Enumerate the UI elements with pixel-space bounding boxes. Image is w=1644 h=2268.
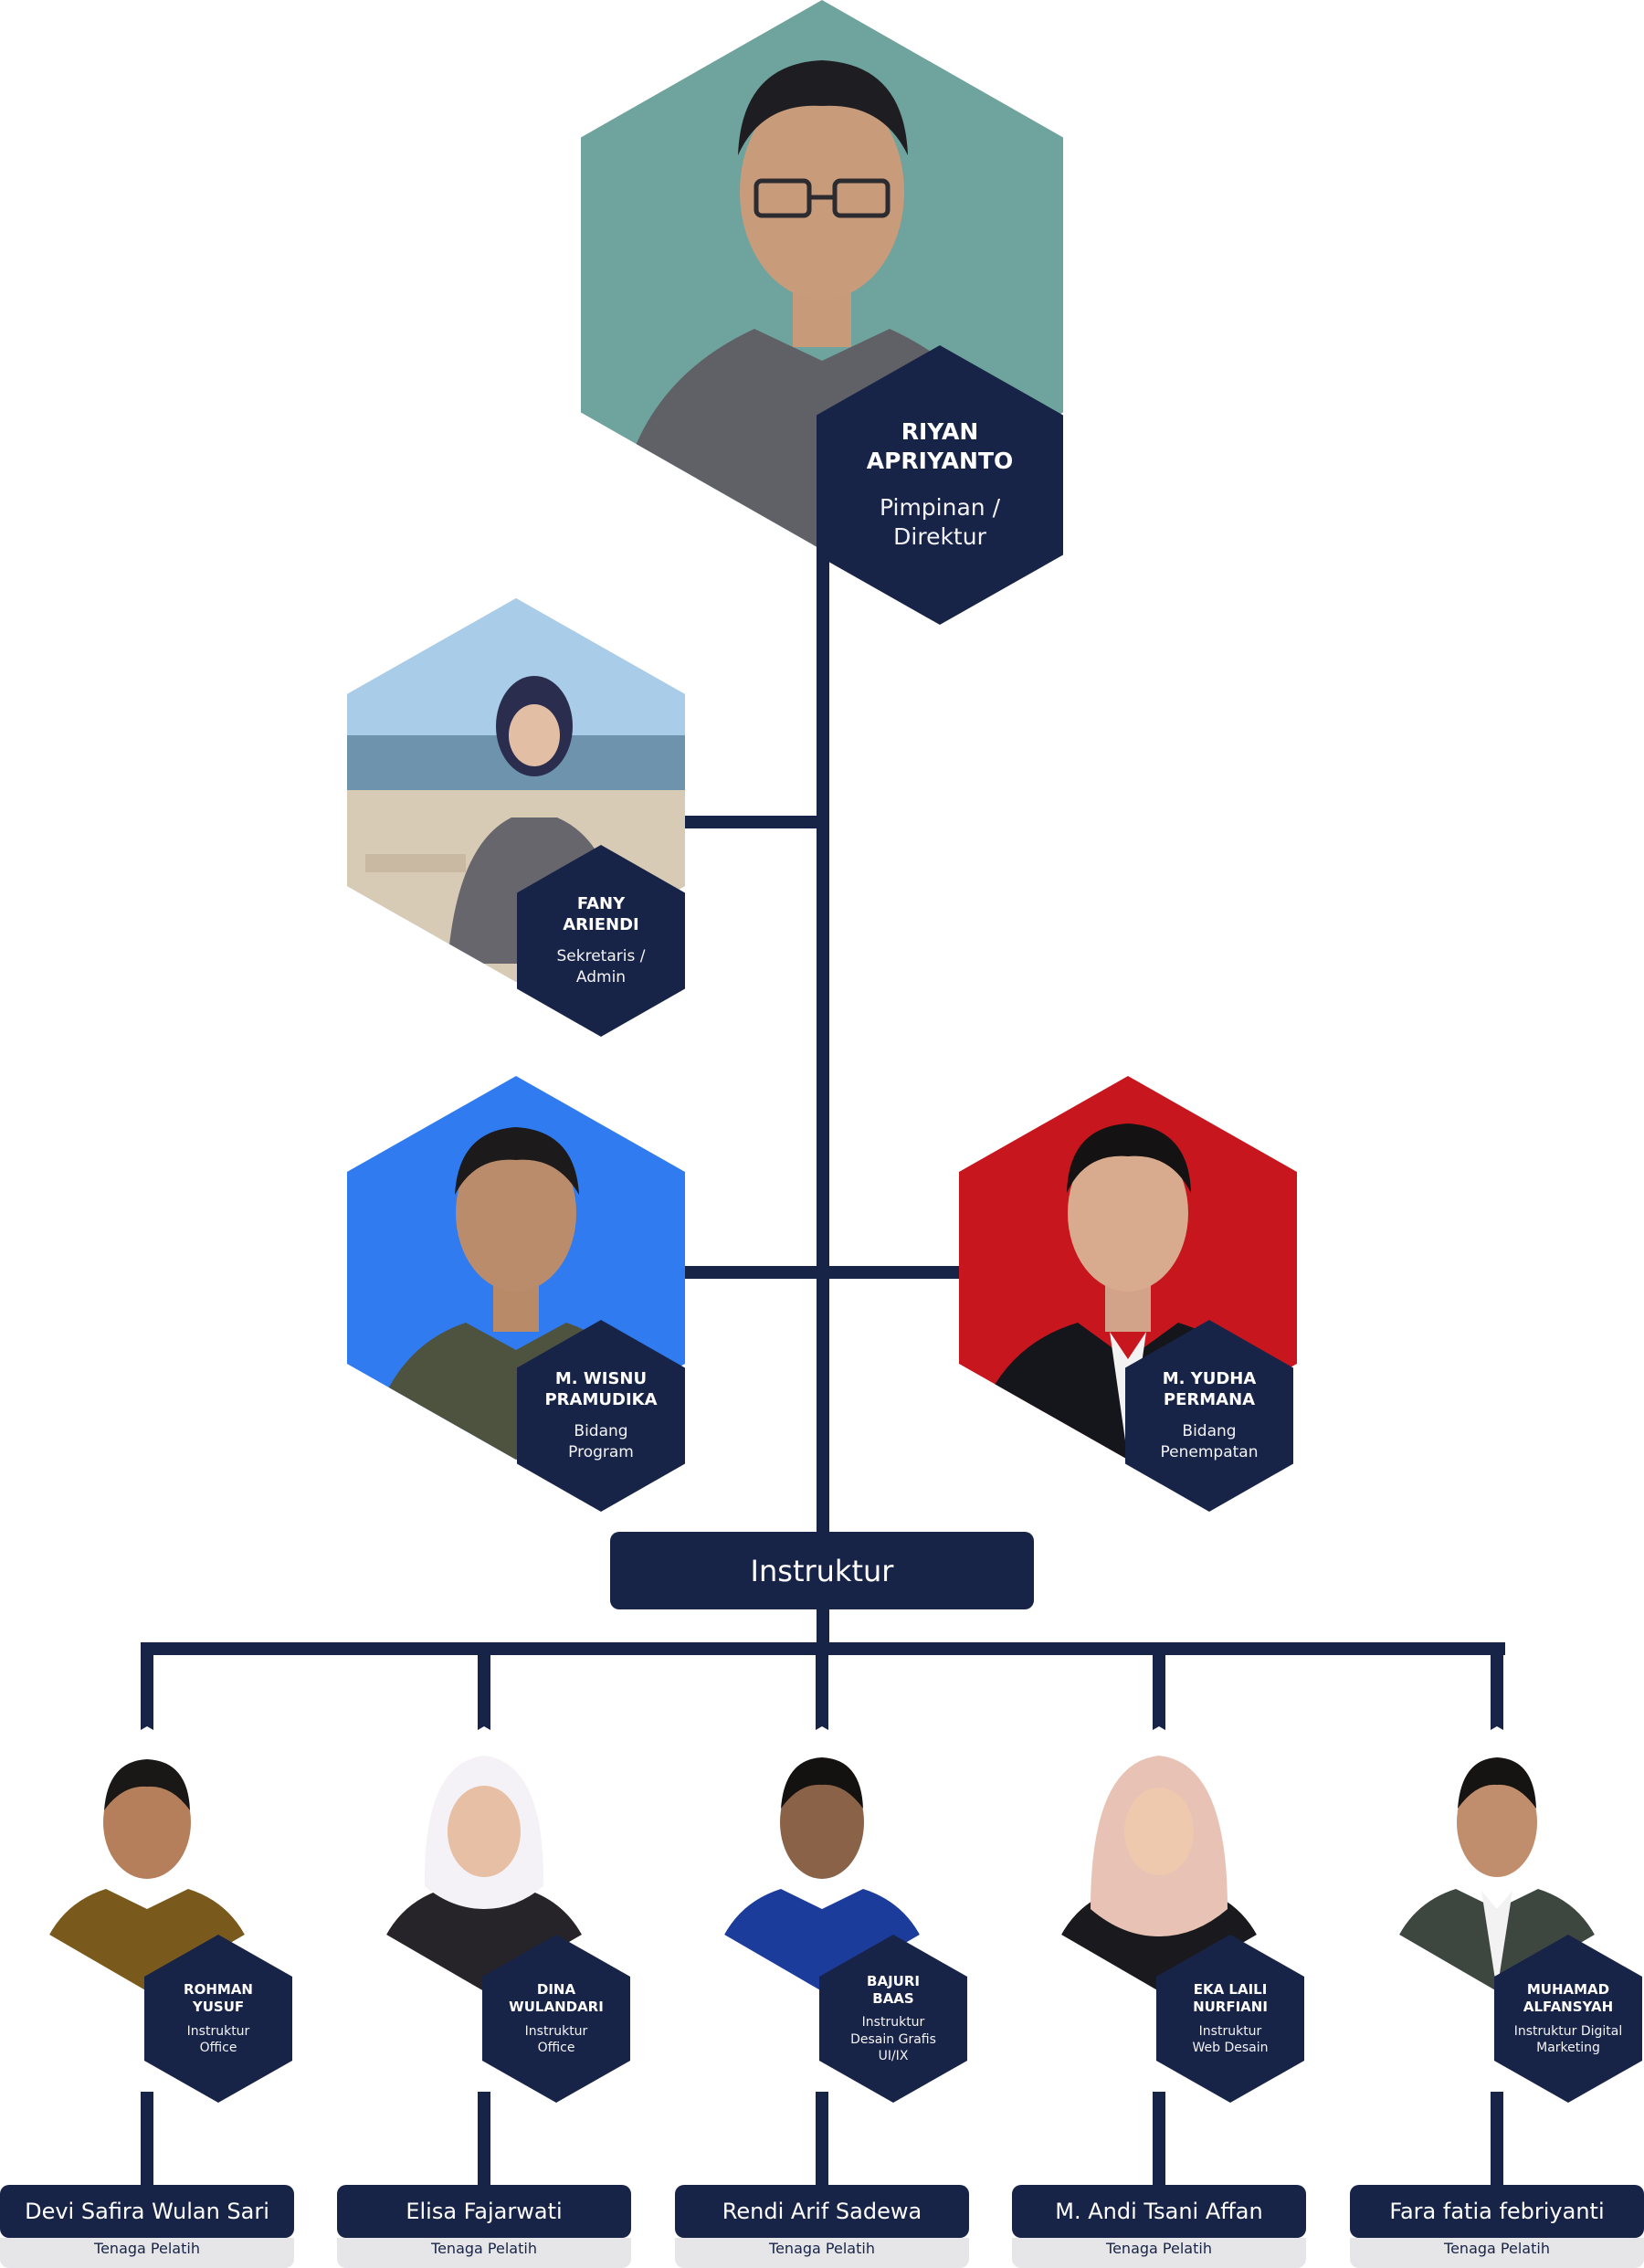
trainer-name-box-3: Rendi Arif Sadewa (675, 2185, 969, 2238)
instructor-name-4: EKA LAILI NURFIANI (1193, 1981, 1268, 2015)
leader-name: RIYAN APRIYANTO (866, 418, 1014, 474)
instructor-name-5: MUHAMAD ALFANSYAH (1523, 1981, 1614, 2015)
trainer-line-1 (141, 2092, 153, 2185)
trainer-role-4: Tenaga Pelatih (1012, 2238, 1306, 2268)
instructor-header: Instruktur (610, 1532, 1034, 1609)
connector-secretary (685, 816, 822, 828)
secretary-badge: FANY ARIENDI Sekretaris / Admin (517, 845, 685, 1037)
instructor-badge-4: EKA LAILI NURFIANI Instruktur Web Desain (1156, 1935, 1304, 2103)
trainer-role-1: Tenaga Pelatih (0, 2238, 294, 2268)
trainer-name-box-2: Elisa Fajarwati (337, 2185, 631, 2238)
instructor-role-5: Instruktur Digital Marketing (1513, 2023, 1623, 2055)
trainer-role-3: Tenaga Pelatih (675, 2238, 969, 2268)
program-head-name: M. WISNU PRAMUDIKA (544, 1369, 658, 1409)
instructor-badge-1: ROHMAN YUSUF Instruktur Office (144, 1935, 292, 2103)
connector-program (685, 1266, 822, 1279)
trainer-name-box-4: M. Andi Tsani Affan (1012, 2185, 1306, 2238)
instructor-role-4: Instruktur Web Desain (1192, 2023, 1269, 2055)
trainer-line-4 (1153, 2092, 1165, 2185)
instructor-name-1: ROHMAN YUSUF (184, 1981, 253, 2015)
instructor-name-2: DINA WULANDARI (509, 1981, 604, 2015)
instructor-badge-2: DINA WULANDARI Instruktur Office (482, 1935, 630, 2103)
instructor-role-3: Instruktur Desain Grafis UI/IX (850, 2015, 936, 2063)
instructor-badge-5: MUHAMAD ALFANSYAH Instruktur Digital Mar… (1494, 1935, 1642, 2103)
drop-line-4 (1153, 1642, 1165, 1731)
trainer-line-3 (816, 2092, 828, 2185)
drop-line-5 (1491, 1642, 1503, 1731)
connector-placement (822, 1266, 959, 1279)
trunk-line (817, 548, 829, 1644)
drop-line-1 (141, 1642, 153, 1731)
placement-head-name: M. YUDHA PERMANA (1162, 1369, 1257, 1409)
drop-line-2 (478, 1642, 490, 1731)
trainer-name-box-5: Fara fatia febriyanti (1350, 2185, 1644, 2238)
secretary-role: Sekretaris / Admin (556, 947, 646, 986)
instructor-role-1: Instruktur Office (186, 2023, 250, 2055)
instructor-badge-3: BAJURI BAAS Instruktur Desain Grafis UI/… (819, 1935, 967, 2103)
secretary-name: FANY ARIENDI (563, 894, 639, 934)
instructor-role-2: Instruktur Office (524, 2023, 588, 2055)
trainer-line-5 (1491, 2092, 1503, 2185)
trainer-line-2 (478, 2092, 490, 2185)
trainer-name-box-1: Devi Safira Wulan Sari (0, 2185, 294, 2238)
leader-role: Pimpinan / Direktur (879, 493, 1001, 551)
trainer-role-5: Tenaga Pelatih (1350, 2238, 1644, 2268)
instructor-name-3: BAJURI BAAS (867, 1972, 920, 2007)
trainer-role-2: Tenaga Pelatih (337, 2238, 631, 2268)
drop-line-3 (816, 1642, 828, 1731)
program-head-role: Bidang Program (568, 1422, 634, 1461)
program-head-badge: M. WISNU PRAMUDIKA Bidang Program (517, 1320, 685, 1512)
leader-badge: RIYAN APRIYANTO Pimpinan / Direktur (817, 345, 1063, 625)
placement-head-role: Bidang Penempatan (1160, 1422, 1259, 1461)
